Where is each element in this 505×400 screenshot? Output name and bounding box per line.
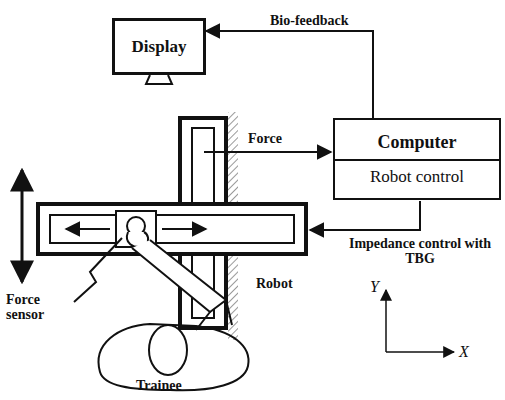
robot-control-label: Robot control [335,161,499,193]
motion-arrow [21,170,24,195]
horizontal-track [50,215,294,243]
axis-arrow [386,351,454,353]
computer-box: ComputerRobot control [333,118,501,200]
computer-heading: Computer [335,126,499,161]
force-arrow [204,151,331,153]
motion-arrow [162,228,206,230]
signal-label: Impedance control with TBG [345,236,495,267]
axis-label: Y [370,278,379,296]
motion-arrow [66,228,110,230]
display-box: Display [112,18,206,75]
part-label: Force sensor [6,292,68,323]
signal-label: Force [248,131,282,146]
leader-line [74,238,122,302]
display-label: Display [115,31,203,63]
part-label: Robot [256,276,293,291]
motion-arrow [21,195,24,282]
upper-arm [196,300,232,330]
edge-label: Bio-feedback [270,13,349,28]
horizontal-arm [38,204,306,254]
display-stand [146,75,172,84]
feedback-connector [206,31,373,118]
axis-label: X [459,343,469,361]
trainee-head [149,325,187,375]
part-label: Trainee [136,378,182,393]
control-arrow [310,201,420,230]
axis-arrow [385,290,387,352]
forearm [132,240,226,312]
